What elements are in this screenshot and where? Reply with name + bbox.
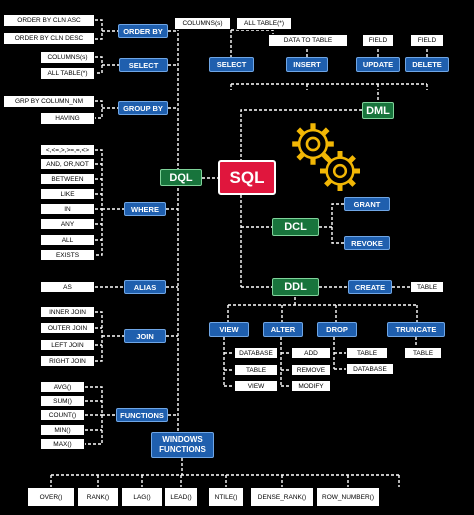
create-item: TABLE	[410, 281, 444, 293]
drop-item: TABLE	[346, 347, 388, 359]
window-function-item: ROW_NUMBER()	[316, 487, 380, 507]
window-function-item: NTILE()	[208, 487, 244, 507]
revoke-node: REVOKE	[344, 236, 390, 250]
window-functions-node: WINDOWS FUNCTIONS	[151, 432, 214, 458]
alias-node: ALIAS	[124, 280, 166, 294]
window-function-item: OVER()	[27, 487, 75, 507]
sql-center-node: SQL	[218, 160, 276, 195]
alter-item: MODIFY	[291, 380, 331, 392]
window-function-item: DENSE_RANK()	[250, 487, 314, 507]
delete-item: FIELD	[410, 34, 444, 47]
where-item: ANY	[40, 218, 95, 230]
join-item: OUTER JOIN	[40, 322, 95, 334]
dml-select-node: SELECT	[209, 57, 254, 72]
dcl-node: DCL	[272, 218, 319, 236]
truncate-node: TRUNCATE	[387, 322, 445, 337]
alias-item: AS	[40, 281, 95, 293]
where-item: IN	[40, 203, 95, 215]
view-item: TABLE	[234, 364, 278, 376]
join-item: RIGHT JOIN	[40, 355, 95, 367]
alter-item: ADD	[291, 347, 331, 359]
where-item: <,<=,>,>=,=,<>	[40, 144, 95, 156]
drop-node: DROP	[317, 322, 357, 337]
order-by-node: ORDER BY	[118, 24, 168, 38]
dql-node: DQL	[160, 169, 202, 186]
where-item: BETWEEN	[40, 173, 95, 185]
group-by-node: GROUP BY	[118, 101, 168, 115]
where-item: ALL	[40, 234, 95, 246]
alter-item: REMOVE	[291, 364, 331, 376]
window-function-item: RANK()	[77, 487, 119, 507]
join-item: INNER JOIN	[40, 306, 95, 318]
gear-icon	[320, 151, 360, 191]
dql-select-node: SELECT	[119, 58, 168, 72]
select-item: ALL TABLE(*)	[40, 67, 95, 80]
delete-node: DELETE	[405, 57, 449, 72]
view-item: VIEW	[234, 380, 278, 392]
insert-node: INSERT	[286, 57, 328, 72]
grant-node: GRANT	[344, 197, 390, 211]
window-function-item: LEAD()	[164, 487, 198, 507]
view-node: VIEW	[209, 322, 249, 337]
function-item: MIN()	[40, 424, 85, 436]
dml-select-item: ALL TABLE(*)	[236, 17, 292, 30]
select-item: COLUMNS(s)	[40, 51, 95, 64]
drop-item: DATABASE	[346, 363, 394, 375]
where-item: EXISTS	[40, 249, 95, 261]
function-item: SUM()	[40, 395, 85, 407]
truncate-item: TABLE	[404, 347, 442, 359]
dml-select-item: COLUMNS(s)	[174, 17, 231, 30]
update-item: FIELD	[362, 34, 394, 47]
function-item: COUNT()	[40, 409, 85, 421]
function-item: AVG()	[40, 381, 85, 393]
gear-icon	[292, 123, 334, 165]
join-node: JOIN	[124, 329, 166, 343]
window-function-item: LAG()	[121, 487, 163, 507]
update-node: UPDATE	[356, 57, 400, 72]
join-item: LEFT JOIN	[40, 339, 95, 351]
group-by-item: GRP BY COLUMN_NM	[3, 95, 95, 108]
insert-item: DATA TO TABLE	[268, 34, 348, 47]
where-item: AND, OR,NOT	[40, 158, 95, 170]
alter-node: ALTER	[263, 322, 303, 337]
dml-node: DML	[362, 102, 394, 119]
where-node: WHERE	[124, 202, 166, 216]
functions-node: FUNCTIONS	[116, 408, 168, 422]
group-by-item: HAVING	[40, 112, 95, 125]
order-by-item: ORDER BY CLN DESC	[3, 32, 95, 45]
view-item: DATABASE	[234, 347, 278, 359]
function-item: MAX()	[40, 438, 85, 450]
where-item: LIKE	[40, 188, 95, 200]
create-node: CREATE	[348, 280, 392, 294]
order-by-item: ORDER BY CLN ASC	[3, 14, 95, 27]
ddl-node: DDL	[272, 278, 319, 296]
